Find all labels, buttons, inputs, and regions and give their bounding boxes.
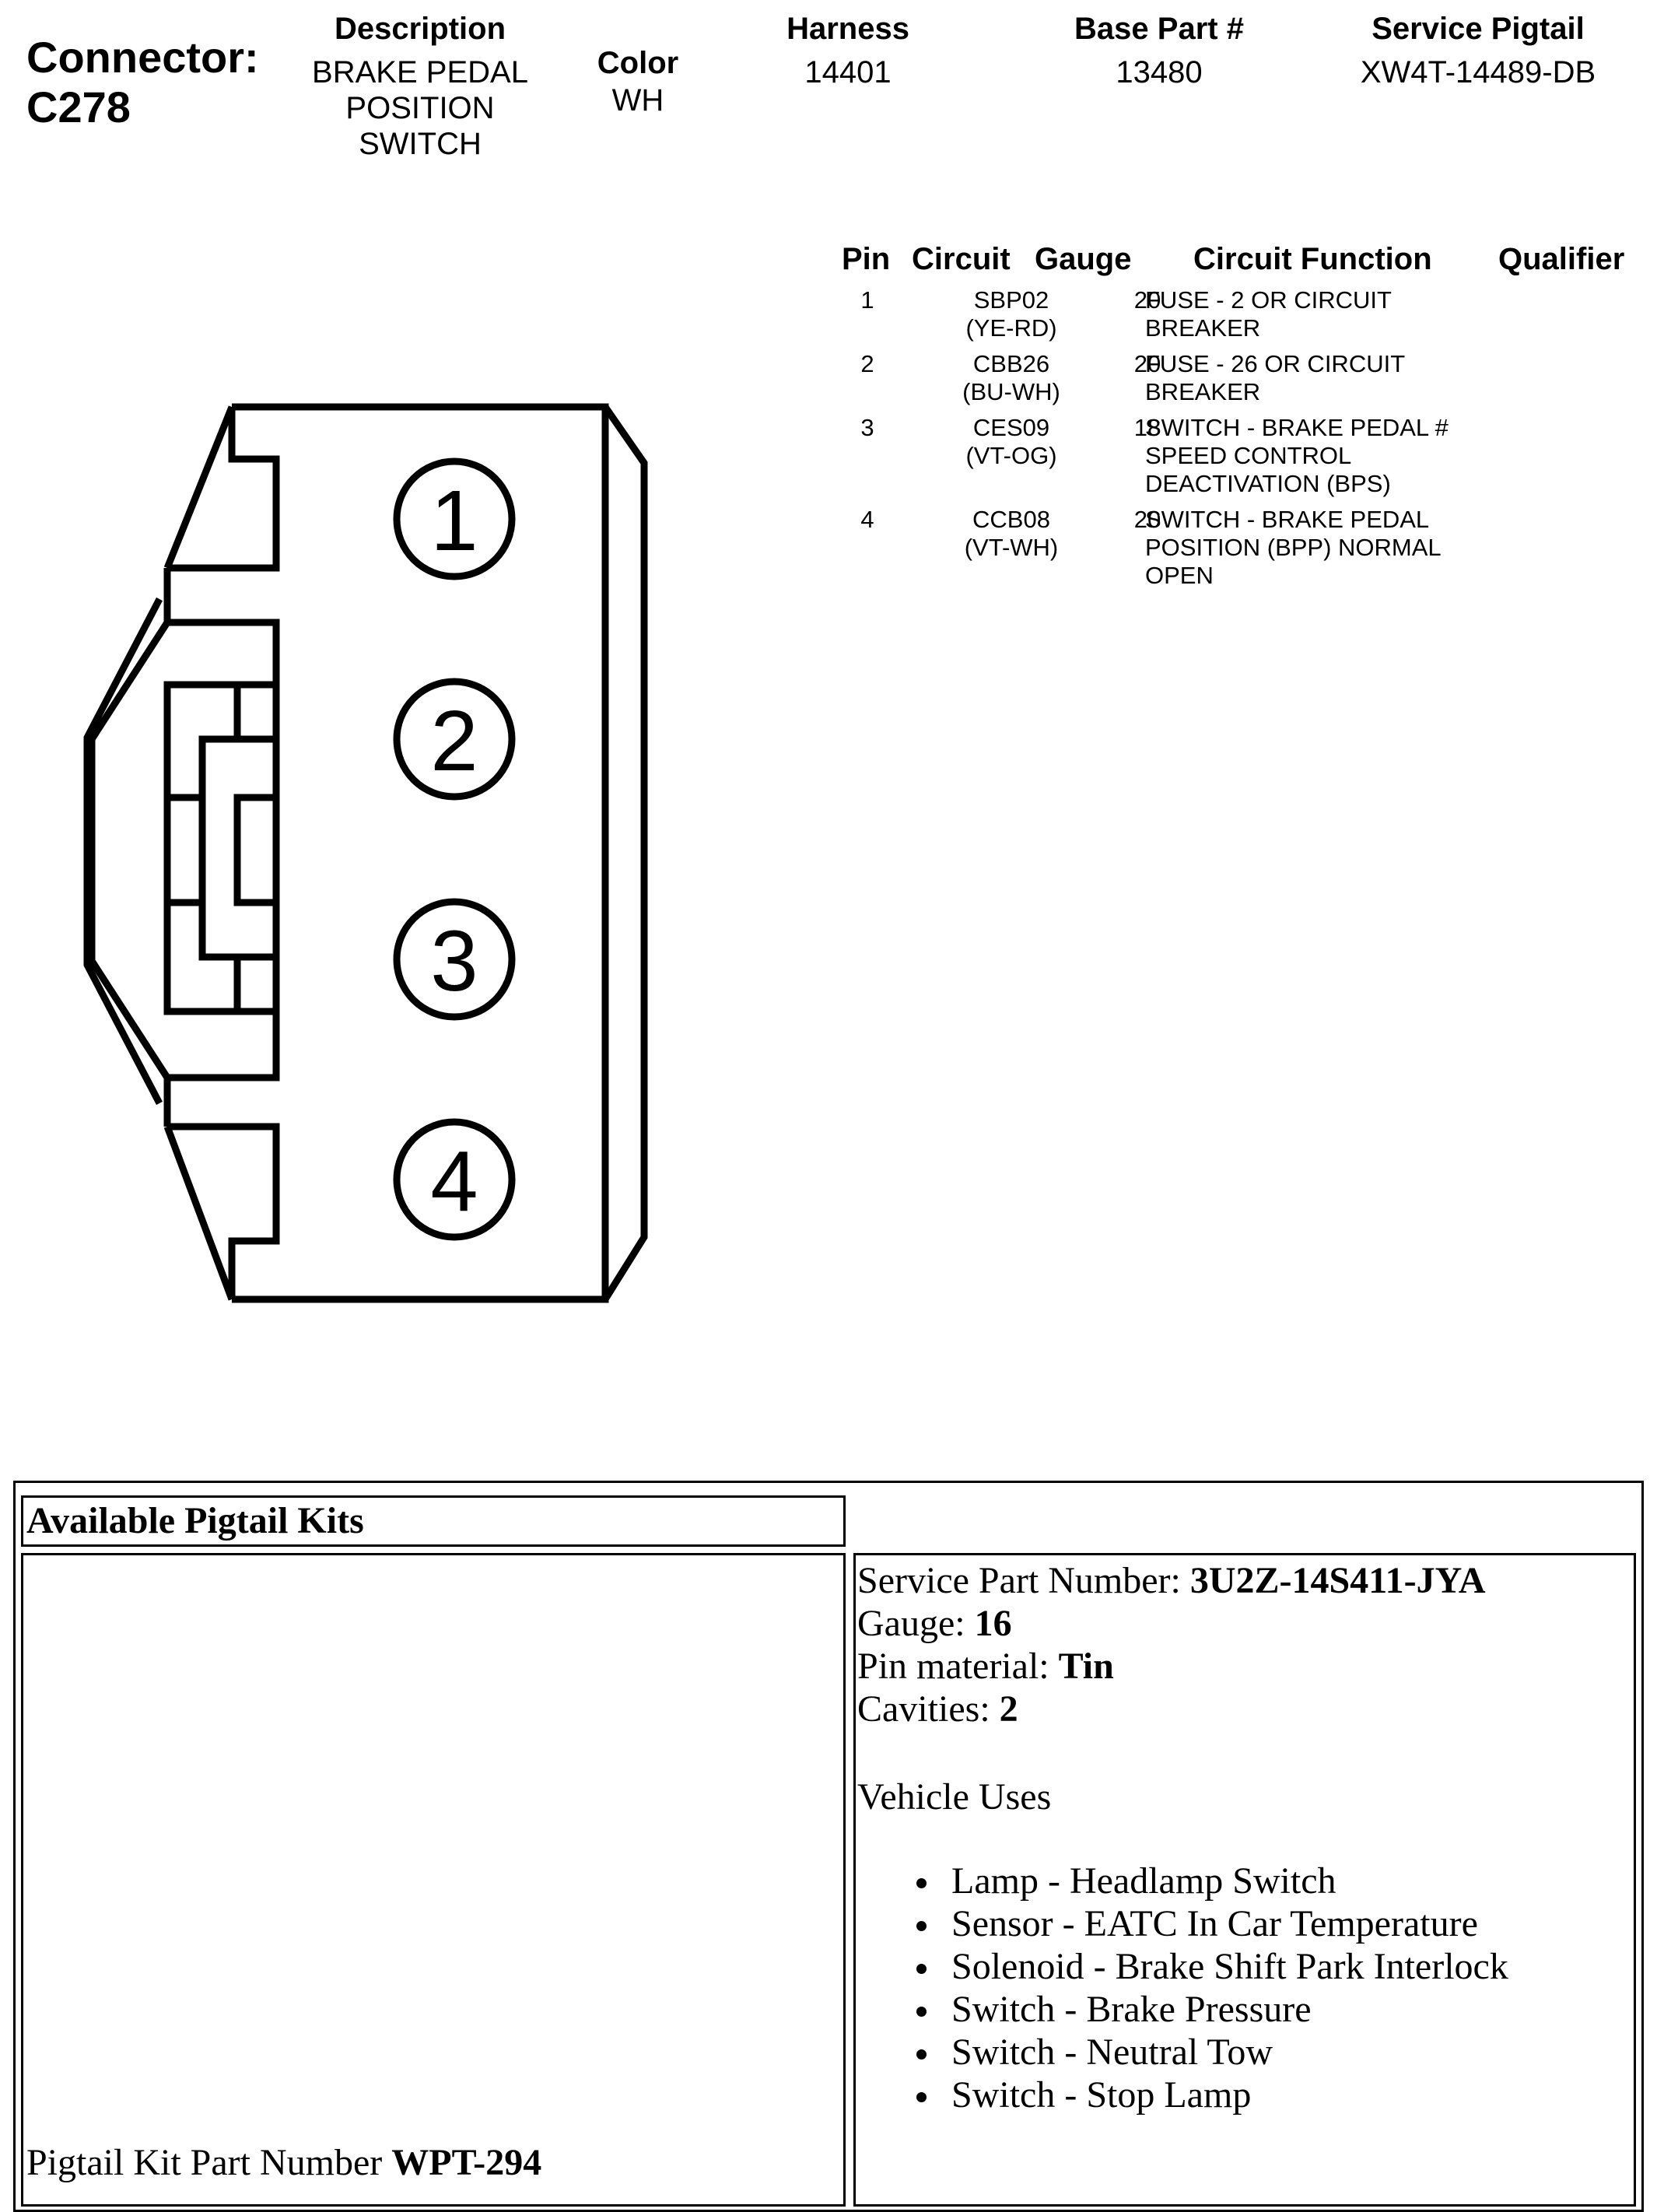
color-header: Color <box>597 46 679 80</box>
connector-top-latch <box>167 407 280 572</box>
harness-column: Harness 14401 <box>747 11 949 90</box>
service-pigtail-column: Service Pigtail XW4T-14489-DB <box>1322 11 1634 90</box>
gauge-cell: 20 <box>1133 506 1161 533</box>
pigtail-kits-title-cell <box>21 1495 846 1547</box>
description-value: BRAKE PEDAL POSITION SWITCH <box>303 54 537 162</box>
pigtail-kits-title: Available Pigtail Kits <box>26 1500 364 1541</box>
description-line: POSITION <box>345 91 495 125</box>
pin-header: Pin <box>842 242 891 276</box>
connector-left-wedge <box>88 568 171 1127</box>
vehicle-use-item: Switch - Neutral Tow <box>902 2031 1508 2074</box>
vehicle-use-item: Solenoid - Brake Shift Park Interlock <box>902 1945 1508 1988</box>
harness-header: Harness <box>786 12 909 46</box>
description-line: SWITCH <box>359 127 482 161</box>
base-part-header: Base Part # <box>1074 12 1244 46</box>
vehicle-use-item: Switch - Brake Pressure <box>902 1988 1508 2031</box>
vehicle-use-item: Sensor - EATC In Car Temperature <box>902 1902 1508 1945</box>
connector-right-rib <box>602 405 648 1302</box>
pin-1-label: 1 <box>430 473 478 569</box>
qualifier-header: Qualifier <box>1498 242 1625 276</box>
base-part-value: 13480 <box>1116 55 1203 89</box>
vehicle-use-item: Lamp - Headlamp Switch <box>902 1860 1508 1902</box>
connector-label: Connector: <box>26 33 259 82</box>
service-pigtail-value: XW4T-14489-DB <box>1360 55 1596 89</box>
connector-face-diagram: 1 2 3 4 <box>83 403 648 1303</box>
gauge-cell: 18 <box>1133 414 1161 441</box>
gauge-header: Gauge <box>1035 242 1132 276</box>
description-column: Description BRAKE PEDAL POSITION SWITCH <box>303 11 537 162</box>
cavities: Cavities: 2 <box>857 1688 1018 1730</box>
vehicle-uses-heading: Vehicle Uses <box>857 1776 1052 1818</box>
pigtail-kit-part-number: Pigtail Kit Part Number WPT-294 <box>26 2142 542 2183</box>
connector-body-outline <box>232 403 609 1303</box>
connector-bottom-latch <box>167 1123 280 1299</box>
base-part-column: Base Part # 13480 <box>1058 11 1260 90</box>
circuit-cell: CBB26(BU-WH) <box>962 350 1060 405</box>
pin-4-label: 4 <box>430 1134 478 1229</box>
gauge-cell: 20 <box>1133 350 1161 377</box>
pin-4-cavity <box>393 1118 516 1241</box>
pin-number: 2 <box>860 350 874 377</box>
service-part-number: Service Part Number: 3U2Z-14S411-JYA <box>857 1560 1486 1601</box>
pin-1-cavity <box>393 457 516 580</box>
pin-2-cavity <box>393 678 516 801</box>
pin-number: 1 <box>860 286 874 314</box>
kit-gauge: Gauge: 16 <box>857 1603 1012 1644</box>
vehicle-use-item: Switch - Stop Lamp <box>902 2074 1508 2116</box>
pin-3-label: 3 <box>430 913 478 1009</box>
circuit-cell: CES09(VT-OG) <box>965 414 1057 469</box>
description-header: Description <box>334 12 506 46</box>
connector-lock-tab <box>163 681 280 1015</box>
pin-2-label: 2 <box>430 693 478 789</box>
circuit-cell: CCB08(VT-WH) <box>964 506 1059 561</box>
harness-value: 14401 <box>804 55 892 89</box>
gauge-cell: 20 <box>1133 286 1161 314</box>
description-line: BRAKE PEDAL <box>312 55 528 89</box>
pin-number: 4 <box>860 506 874 533</box>
circuit-function-header: Circuit Function <box>1193 242 1432 276</box>
service-pigtail-header: Service Pigtail <box>1371 12 1585 46</box>
connector-heading: Connector: C278 <box>26 33 259 132</box>
pigtail-kit-specs: Service Part Number: 3U2Z-14S411-JYA Gau… <box>857 1559 1486 1730</box>
circuit-cell: SBP02(YE-RD) <box>965 286 1057 342</box>
connector-id: C278 <box>26 82 131 131</box>
vehicle-uses-list: Lamp - Headlamp Switch Sensor - EATC In … <box>902 1860 1508 2116</box>
pin-number: 3 <box>860 414 874 441</box>
circuit-header: Circuit <box>912 242 1011 276</box>
color-value: WH <box>611 83 664 117</box>
pin-3-cavity <box>393 898 516 1021</box>
color-column: Color WH <box>576 45 700 118</box>
pin-material: Pin material: Tin <box>857 1646 1114 1687</box>
pigtail-kit-image-cell <box>21 1553 846 2207</box>
